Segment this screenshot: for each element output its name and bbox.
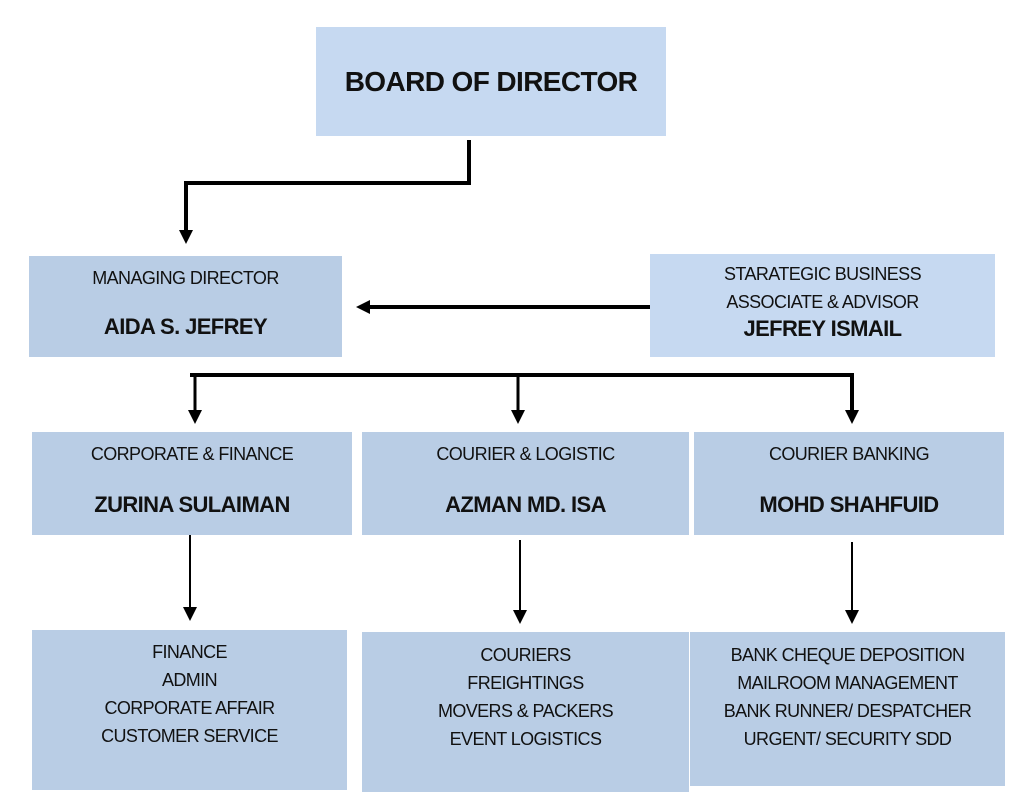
board-title: BOARD OF DIRECTOR [344, 66, 638, 97]
advisor-role-line2: ASSOCIATE & ADVISOR [726, 292, 919, 312]
md-role: MANAGING DIRECTOR [92, 268, 279, 288]
dept-role: COURIER & LOGISTIC [436, 444, 615, 464]
function-item: CUSTOMER SERVICE [101, 726, 278, 746]
dept-role: COURIER BANKING [768, 444, 930, 464]
function-item: BANK CHEQUE DEPOSITION [730, 645, 965, 665]
managing-director-box: MANAGING DIRECTOR AIDA S. JEFREY [29, 256, 342, 357]
function-item: URGENT/ SECURITY SDD [743, 729, 952, 749]
dept-head-name: MOHD SHAHFUID [759, 492, 939, 517]
functions-box-courier-banking: BANK CHEQUE DEPOSITION MAILROOM MANAGEME… [690, 632, 1005, 786]
dept-role: CORPORATE & FINANCE [90, 444, 294, 464]
department-box-corporate-finance: CORPORATE & FINANCE ZURINA SULAIMAN [32, 432, 352, 535]
function-item: COURIERS [480, 645, 571, 665]
function-item: BANK RUNNER/ DESPATCHER [723, 701, 972, 721]
function-item: FREIGHTINGS [467, 673, 584, 693]
function-item: ADMIN [162, 670, 218, 690]
function-item: FINANCE [152, 642, 227, 662]
board-to-md-connector [179, 140, 471, 244]
dept-head-name: AZMAN MD. ISA [445, 492, 606, 517]
function-item: EVENT LOGISTICS [449, 729, 602, 749]
functions-box-courier-logistic: COURIERS FREIGHTINGS MOVERS & PACKERS EV… [362, 632, 689, 792]
department-box-courier-logistic: COURIER & LOGISTIC AZMAN MD. ISA [362, 432, 689, 535]
board-of-director-box: BOARD OF DIRECTOR [316, 27, 666, 136]
function-item: MAILROOM MANAGEMENT [737, 673, 958, 693]
functions-box-corporate-finance: FINANCE ADMIN CORPORATE AFFAIR CUSTOMER … [32, 630, 347, 790]
advisor-name: JEFREY ISMAIL [743, 316, 902, 341]
advisor-role-line1: STARATEGIC BUSINESS [724, 264, 922, 284]
md-name: AIDA S. JEFREY [103, 314, 268, 339]
function-item: MOVERS & PACKERS [437, 701, 614, 721]
advisor-box: STARATEGIC BUSINESS ASSOCIATE & ADVISOR … [650, 254, 995, 357]
function-item: CORPORATE AFFAIR [104, 698, 275, 718]
dept-head-name: ZURINA SULAIMAN [94, 492, 290, 517]
department-box-courier-banking: COURIER BANKING MOHD SHAHFUID [694, 432, 1004, 535]
